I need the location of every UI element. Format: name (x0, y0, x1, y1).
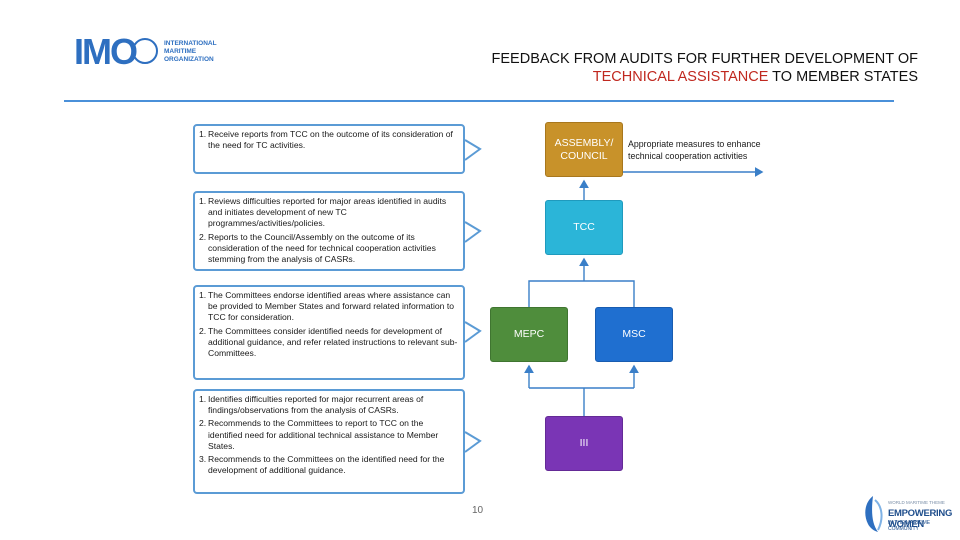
pointer-note-2 (464, 221, 482, 243)
measures-label: Appropriate measures to enhance technica… (628, 139, 761, 161)
node-mepc: MEPC (490, 307, 568, 362)
footer-slogan: EMPOWERING WOMEN (888, 508, 953, 530)
footer-theme: WORLD MARITIME THEME (888, 500, 945, 505)
footer-subtitle: IN THE MARITIME COMMUNITY (888, 520, 931, 532)
connector-committees-join (528, 280, 635, 307)
node-iii: III (545, 416, 623, 471)
note-assembly: 1.Receive reports from TCC on the outcom… (193, 124, 465, 174)
page-number: 10 (472, 505, 484, 516)
page-title: FEEDBACK FROM AUDITS FOR FURTHER DEVELOP… (458, 50, 918, 86)
title-line-1: FEEDBACK FROM AUDITS FOR FURTHER DEVELOP… (491, 51, 918, 67)
header-divider (64, 100, 894, 102)
title-line-2: TECHNICAL ASSISTANCE TO MEMBER STATES (458, 68, 918, 86)
pointer-note-1 (464, 139, 482, 161)
empowering-women-emblem-icon (865, 496, 883, 532)
node-tcc: TCC (545, 200, 623, 255)
note-committees: 1.The Committees endorse identified area… (193, 285, 465, 380)
imo-org-name: INTERNATIONAL MARITIME ORGANIZATION (164, 40, 217, 63)
note-iii: 1.Identifies difficulties reported for m… (193, 389, 465, 494)
title-highlight: TECHNICAL ASSISTANCE (592, 69, 769, 85)
title-rest: TO MEMBER STATES (768, 69, 918, 85)
pointer-note-4 (464, 431, 482, 453)
node-msc: MSC (595, 307, 673, 362)
pointer-note-3 (464, 321, 482, 343)
note-tcc: 1.Reviews difficulties reported for majo… (193, 191, 465, 271)
imo-logo: IMO (74, 31, 138, 72)
node-assembly-council: ASSEMBLY/ COUNCIL (545, 122, 623, 177)
imo-emblem-icon (132, 38, 158, 64)
